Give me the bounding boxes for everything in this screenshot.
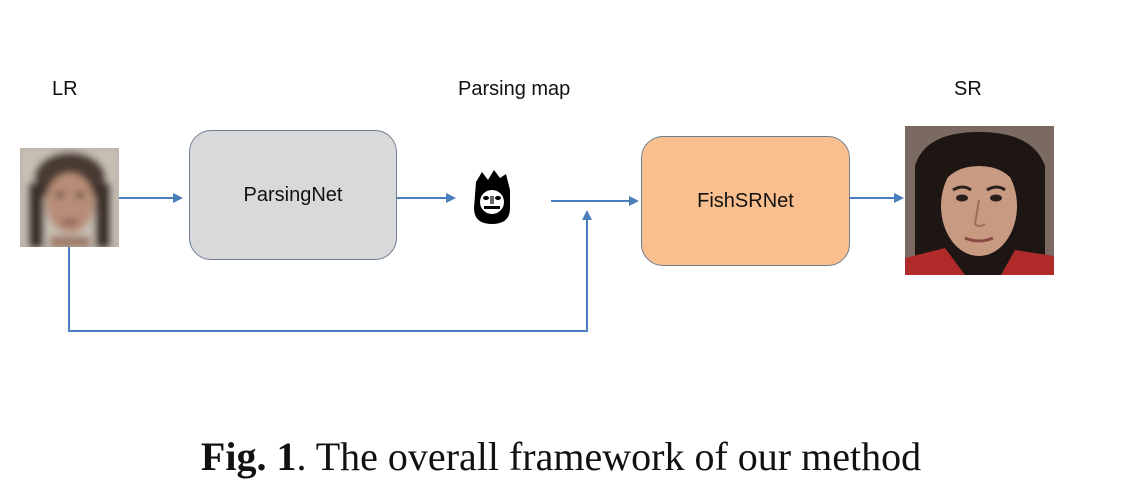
fishsrnet-block: FishSRNet <box>641 136 850 266</box>
lr-label: LR <box>52 78 78 100</box>
fishsrnet-label: FishSRNet <box>697 189 794 212</box>
sr-label: SR <box>954 78 982 100</box>
figure-caption-text: . The overall framework of our method <box>296 434 922 479</box>
parsingnet-label: ParsingNet <box>243 183 343 206</box>
skip-connection-line <box>68 210 592 332</box>
parsingnet-block: ParsingNet <box>189 130 397 260</box>
sr-face-image <box>905 126 1054 275</box>
parsing-map-label: Parsing map <box>458 78 571 100</box>
figure-number: Fig. 1 <box>200 434 297 479</box>
figure-caption: Fig. 1. The overall framework of our met… <box>0 433 1122 480</box>
parsing-map-image <box>474 170 510 224</box>
lr-face-image <box>20 148 119 247</box>
